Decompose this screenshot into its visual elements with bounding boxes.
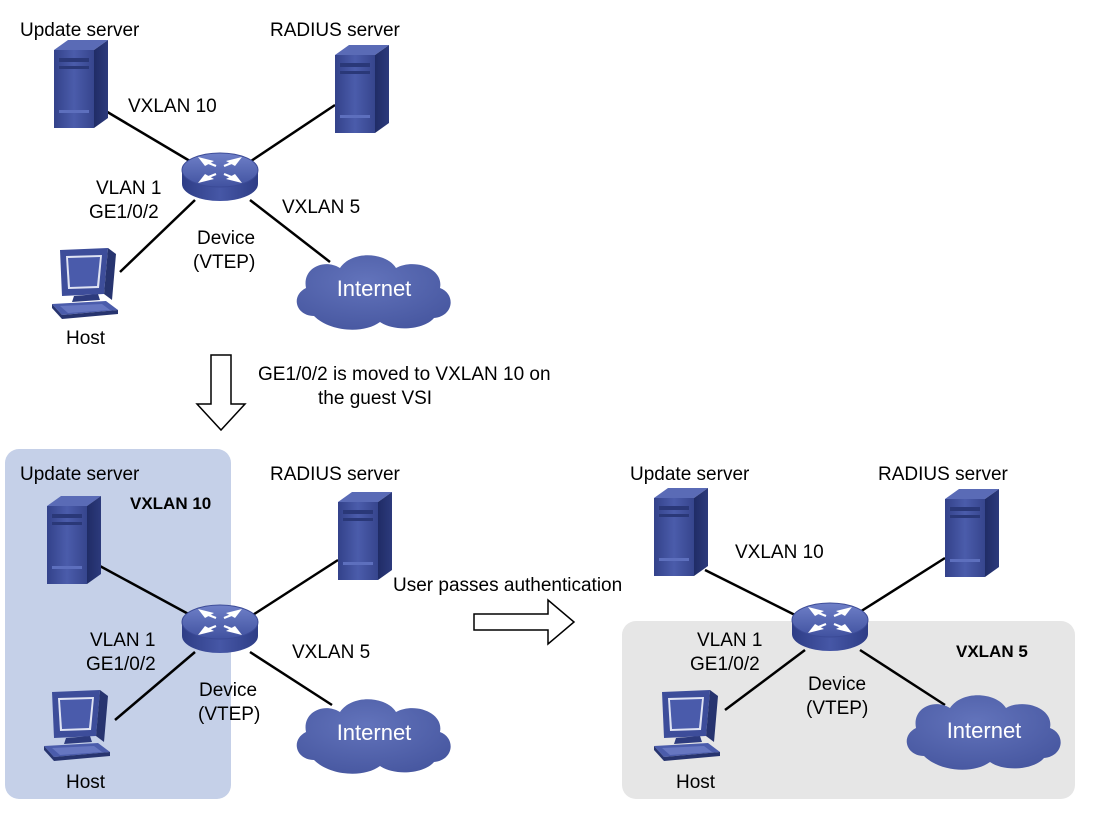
host-label: Host <box>66 772 106 793</box>
hollow-arrow-icon <box>195 354 247 432</box>
server-icon <box>338 492 392 580</box>
host-label: Host <box>676 772 716 793</box>
link-radius-server <box>854 556 946 617</box>
bottom-left-diagram: Update server RADIUS server VXLAN 10 VXL… <box>20 464 451 793</box>
server-icon <box>47 496 101 584</box>
device-name-label: Device <box>197 228 255 249</box>
transition-right: User passes authentication <box>393 575 622 646</box>
device-name-label: Device <box>808 674 866 695</box>
internet-label: Internet <box>337 276 412 301</box>
server-icon <box>654 488 708 576</box>
vxlan-internet-label: VXLAN 5 <box>282 197 360 218</box>
server-icon <box>335 45 389 133</box>
host-port-label: GE1/0/2 <box>690 654 760 675</box>
hollow-arrow-icon <box>473 598 576 646</box>
switch-icon <box>790 601 870 653</box>
link-internet <box>249 199 331 263</box>
switch-icon <box>180 603 260 655</box>
host-vlan-label: VLAN 1 <box>90 630 155 651</box>
device-name-label: Device <box>199 680 257 701</box>
host-vlan-label: VLAN 1 <box>96 178 161 199</box>
radius-server-label: RADIUS server <box>270 464 401 485</box>
server-icon <box>54 40 108 128</box>
transition-right-label: User passes authentication <box>393 575 622 596</box>
device-role-label: (VTEP) <box>198 704 260 725</box>
transition-down: GE1/0/2 is moved to VXLAN 10 on the gues… <box>195 354 551 432</box>
host-computer-icon <box>654 690 720 761</box>
internet-label: Internet <box>947 718 1022 743</box>
link-host <box>724 649 806 711</box>
link-internet <box>859 648 946 707</box>
radius-server-label: RADIUS server <box>878 464 1009 485</box>
device-role-label: (VTEP) <box>806 698 868 719</box>
server-icon <box>945 489 999 577</box>
link-radius-server <box>244 558 339 622</box>
host-label: Host <box>66 328 106 349</box>
auth-group-label: VXLAN 5 <box>956 642 1028 661</box>
update-server-label: Update server <box>20 20 140 41</box>
host-computer-icon <box>44 690 110 761</box>
transition-down-line1: GE1/0/2 is moved to VXLAN 10 on <box>258 364 551 385</box>
vxlan-update-label: VXLAN 10 <box>128 96 217 117</box>
switch-icon <box>180 151 260 203</box>
bottom-right-diagram: Update server RADIUS server VXLAN 10 VXL… <box>630 464 1061 793</box>
guest-group-label: VXLAN 10 <box>130 494 211 513</box>
link-update-server <box>103 108 206 172</box>
link-radius-server <box>244 103 336 167</box>
vxlan-internet-label: VXLAN 5 <box>292 642 370 663</box>
host-computer-icon <box>52 248 118 319</box>
link-internet <box>249 650 333 707</box>
link-host <box>119 199 196 273</box>
internet-label: Internet <box>337 720 412 745</box>
update-server-label: Update server <box>20 464 140 485</box>
link-host <box>114 651 196 721</box>
update-server-label: Update server <box>630 464 750 485</box>
host-vlan-label: VLAN 1 <box>697 630 762 651</box>
host-port-label: GE1/0/2 <box>86 654 156 675</box>
host-port-label: GE1/0/2 <box>89 202 159 223</box>
top-diagram: Update server RADIUS server VXLAN 10 VXL… <box>20 20 451 349</box>
device-role-label: (VTEP) <box>193 252 255 273</box>
vxlan-update-label: VXLAN 10 <box>735 542 824 563</box>
transition-down-line2: the guest VSI <box>318 388 432 409</box>
radius-server-label: RADIUS server <box>270 20 401 41</box>
